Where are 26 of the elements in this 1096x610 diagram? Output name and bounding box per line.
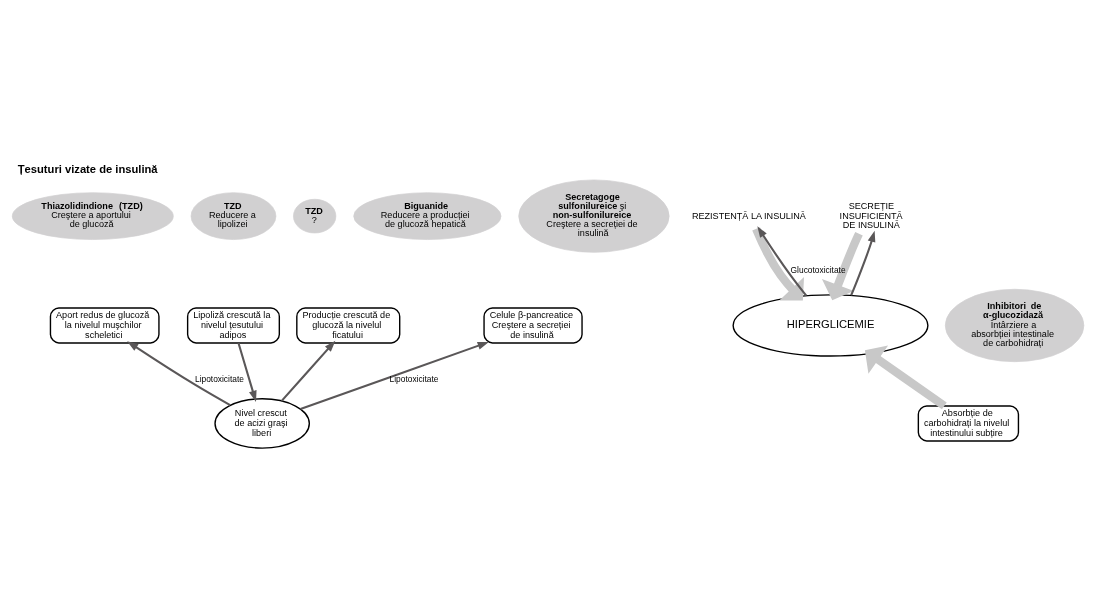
node-box: Aport redus de glucoză la nivelul muşchilor scheletici — [49, 307, 160, 344]
node-box: Lipoliză crescută la nivelul țesutului adipos — [186, 307, 280, 344]
edge-label: Glucotoxicitate — [790, 264, 846, 275]
node-ellipse: Secretagoge sulfonilureice şi non-sulfonilureice Creştere a secreției de insulină — [518, 179, 670, 253]
node-ellipse: TZD ? — [293, 198, 337, 234]
diagram-title: Țesuturi vizate de insulină — [17, 162, 158, 175]
node-ellipse: Thiazolidindione (TZD) Creştere a aportului de glucoză — [11, 192, 174, 240]
arrow — [864, 345, 947, 410]
arrow — [300, 341, 489, 411]
edge-label: Lipotoxicitate — [194, 374, 244, 385]
arrow — [280, 340, 336, 402]
node-ellipse: Biguanide Reducere a producției de glucoză hepatică — [353, 192, 502, 240]
node-ellipse: Inhibitori de α-glucozidază Întârziere a absorbției intestinale de carbohidrați — [944, 288, 1085, 363]
node-box: Producție crescută de glucoză la nivelul ficatului — [296, 307, 401, 344]
node-box: Absorbție de carbohidrați la nivelul intestinului subțire — [917, 405, 1020, 442]
node-text: SECREȚIE INSUFICIENTĂ DE INSULINĂ — [839, 200, 903, 231]
node-text: REZISTENȚĂ LA INSULINĂ — [691, 210, 806, 221]
edge-label: Lipotoxicitate — [389, 374, 439, 385]
arrow — [237, 342, 257, 402]
node-ellipse: Nivel crescut de acizi graşi liberi — [214, 398, 310, 449]
arrow — [850, 230, 876, 296]
node-box: Celule β-pancreatice Creştere a secreției de insulină — [483, 307, 583, 344]
arrow — [821, 231, 863, 301]
arrow — [127, 341, 231, 407]
node-ellipse: TZD Reducere a lipolizei — [190, 192, 277, 240]
node-ellipse: HIPERGLICEMIE — [732, 294, 929, 357]
